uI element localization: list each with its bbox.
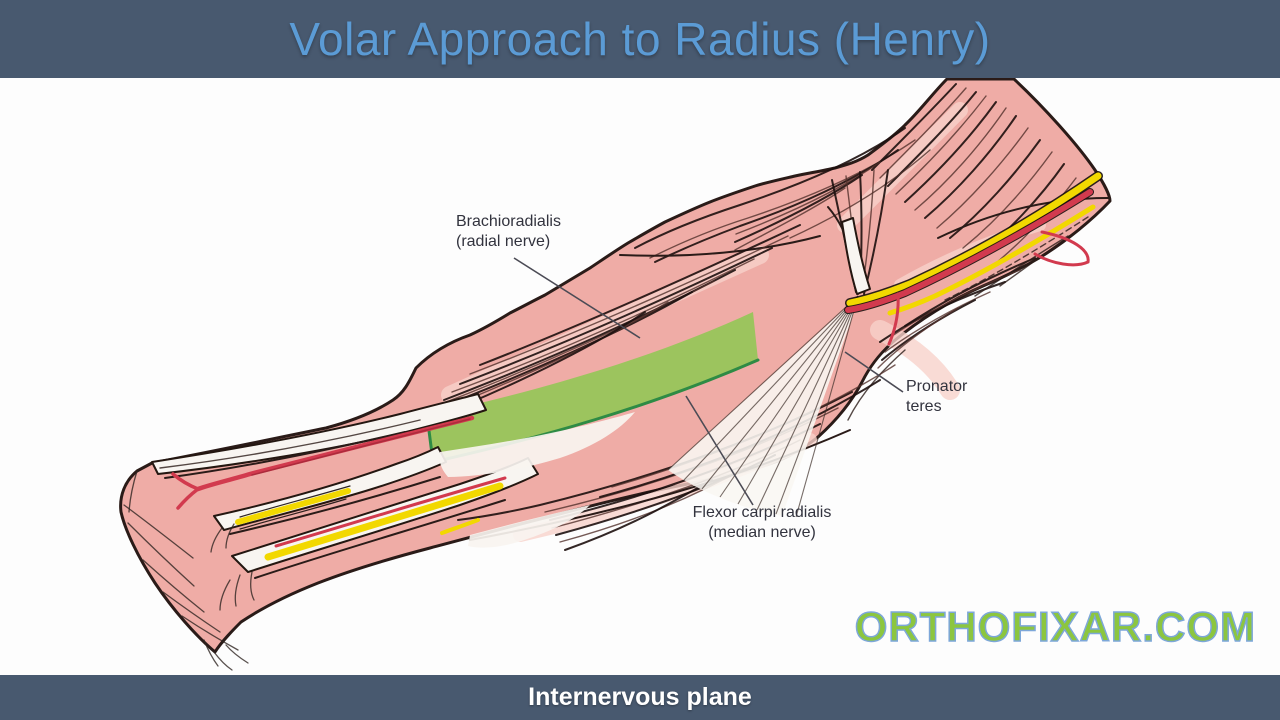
page-title: Volar Approach to Radius (Henry) — [289, 13, 991, 65]
median-nerve — [264, 482, 504, 561]
label-flexor-carpi-radialis-line2: (median nerve) — [708, 524, 816, 541]
bicipital-aponeurosis — [667, 217, 871, 518]
striations-upper-arm — [871, 83, 1077, 269]
label-brachioradialis: Brachioradialis (radial nerve) — [456, 212, 561, 252]
wrist-vessels — [171, 415, 507, 561]
label-pronator-teres-line1: Pronator — [906, 378, 968, 395]
striations-biceps — [619, 127, 931, 263]
hand-sketch — [123, 470, 255, 671]
striations-pronator-teres — [847, 229, 1079, 421]
watermark: ORTHOFIXAR.COM — [854, 602, 1256, 651]
superficial-radial-nerve — [235, 488, 351, 525]
title-bar: Volar Approach to Radius (Henry) — [0, 0, 1280, 78]
label-brachioradialis-line2: (radial nerve) — [456, 233, 551, 250]
leader-flexor-carpi-radialis — [685, 395, 754, 506]
anatomy-illustration — [119, 78, 1112, 671]
brachioradialis-tendon — [151, 393, 487, 475]
label-flexor-carpi-radialis: Flexor carpi radialis (median nerve) — [693, 503, 832, 543]
label-brachioradialis-line1: Brachioradialis — [456, 213, 561, 230]
footer-caption: Internervous plane — [528, 683, 752, 711]
label-pronator-teres: Pronator teres — [906, 377, 967, 417]
leader-pronator-teres — [844, 351, 904, 393]
label-pronator-teres-line2: teres — [906, 398, 942, 415]
elbow-vessels — [844, 171, 1109, 346]
leader-lines — [513, 257, 904, 506]
label-flexor-carpi-radialis-line1: Flexor carpi radialis — [692, 504, 832, 521]
leader-brachioradialis — [513, 257, 641, 339]
striations-brachioradialis — [417, 224, 801, 425]
footer-bar: Internervous plane — [0, 675, 1280, 720]
